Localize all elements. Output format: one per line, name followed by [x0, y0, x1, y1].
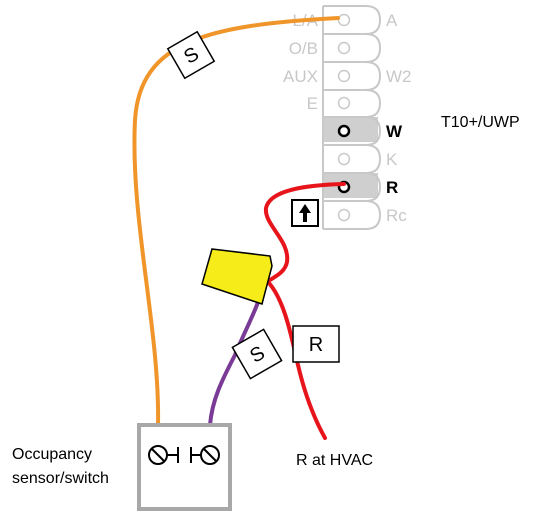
terminal-label-ob: O/B — [289, 39, 318, 58]
terminal-screw — [337, 41, 351, 55]
terminal-screw — [337, 13, 351, 27]
terminal-screw — [337, 96, 351, 110]
terminal-label-w2: W2 — [386, 67, 412, 86]
terminal-screw — [337, 152, 351, 166]
occupancy-sensor — [137, 423, 232, 511]
screw-terminal-icon — [148, 445, 179, 465]
terminal-label-aux: AUX — [283, 67, 318, 86]
red-wire-hvac — [266, 280, 327, 440]
r-tag: R — [292, 325, 340, 363]
terminal-label-e: E — [307, 94, 318, 113]
switch-tag-bottom: S — [231, 328, 283, 380]
sensor-label-line2: sensor/switch — [12, 470, 109, 487]
switch-tag-top: S — [166, 30, 216, 80]
red-wire-thermostat — [263, 182, 346, 282]
terminal-screw-w — [337, 124, 351, 138]
terminal-w-highlight — [323, 117, 378, 142]
screw-terminal-icon — [190, 445, 220, 465]
terminal-screw — [337, 69, 351, 83]
orange-wire — [132, 16, 340, 427]
wire-nut — [201, 248, 273, 305]
svg-text:R: R — [309, 334, 323, 356]
terminal-label-a: A — [386, 11, 398, 30]
up-arrow-icon — [291, 199, 319, 227]
sensor-label-line1: Occupancy — [12, 446, 92, 463]
model-label: T10+/UWP — [441, 114, 520, 131]
terminal-label-rc: Rc — [386, 206, 407, 225]
terminal-screw — [337, 208, 351, 222]
terminal-label-k: K — [386, 150, 398, 169]
terminal-label-w: W — [386, 122, 403, 141]
terminal-label-r: R — [386, 178, 398, 197]
terminal-block: L/A O/B AUX E A W2 W K R Rc — [283, 5, 412, 230]
hvac-r-label: R at HVAC — [296, 452, 373, 469]
